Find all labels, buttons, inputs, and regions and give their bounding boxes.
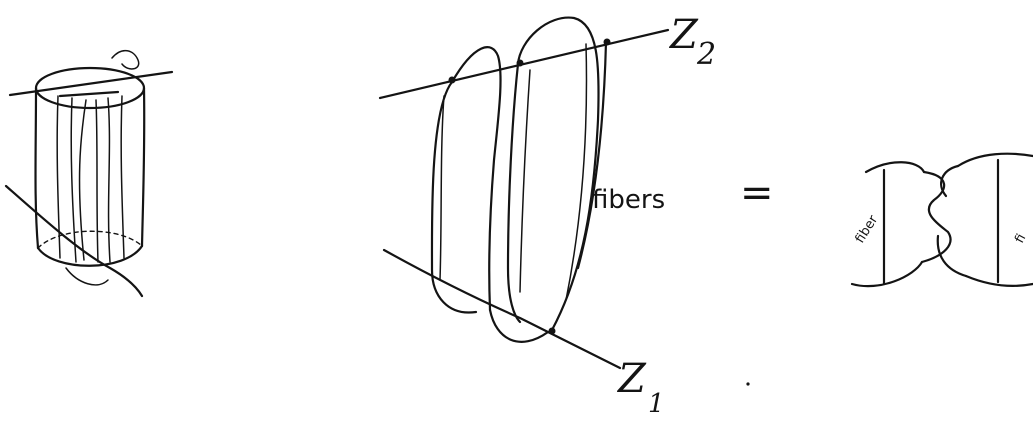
top-curl-mark xyxy=(112,51,139,69)
left-arc-bottom xyxy=(852,262,922,286)
z2-label: Z xyxy=(668,12,699,58)
fiber-loop-bottom xyxy=(490,310,548,342)
left-arc-top xyxy=(866,162,924,172)
braid-equivalence: fiber fi xyxy=(852,154,1033,286)
cylinder-right-wall xyxy=(142,88,144,246)
cylinder-top-axis-line xyxy=(10,72,172,95)
z2-point xyxy=(604,39,611,46)
small-fiber-label-right: fi xyxy=(1012,232,1029,246)
bottom-cross-mark xyxy=(66,268,108,285)
right-arc-top xyxy=(958,154,1033,166)
cylinder-fiber xyxy=(71,98,76,262)
fiber-loop-inner-left xyxy=(452,47,501,310)
cylinder-fiber xyxy=(121,96,124,258)
fiber-loop-diagram: Z 2 Z 1 fibers xyxy=(380,12,750,419)
z1-line xyxy=(384,250,620,368)
fibers-label: fibers xyxy=(592,185,665,215)
fiber-strand xyxy=(566,44,586,300)
z2-point xyxy=(449,77,456,84)
stray-mark xyxy=(746,382,749,385)
cylinder-left-wall xyxy=(36,88,39,248)
right-arc-bottom xyxy=(966,276,1033,286)
z1-point xyxy=(549,328,556,335)
fiber-strand xyxy=(440,96,444,280)
cylinder-fiber xyxy=(108,98,110,262)
fiber-strand-right xyxy=(578,42,606,268)
small-fiber-label-left: fiber xyxy=(853,212,882,246)
cylinder-fiber xyxy=(80,100,86,260)
cylinder-fiber xyxy=(96,100,98,262)
z2-point xyxy=(517,60,524,67)
solid-cylinder xyxy=(6,51,172,296)
fiber-loop-middle xyxy=(508,64,520,322)
crossing-lower-right xyxy=(938,236,966,276)
cylinder-bottom-rim-back xyxy=(38,231,142,248)
z1-label: Z xyxy=(616,356,647,402)
cylinder-top-band xyxy=(60,92,118,96)
z1-subscript: 1 xyxy=(648,389,665,419)
crossing-s-curve xyxy=(922,172,950,262)
fiber-strand xyxy=(520,70,530,292)
z2-subscript: 2 xyxy=(696,37,716,72)
equals-sign: = xyxy=(740,170,774,216)
z2-line xyxy=(380,30,668,98)
